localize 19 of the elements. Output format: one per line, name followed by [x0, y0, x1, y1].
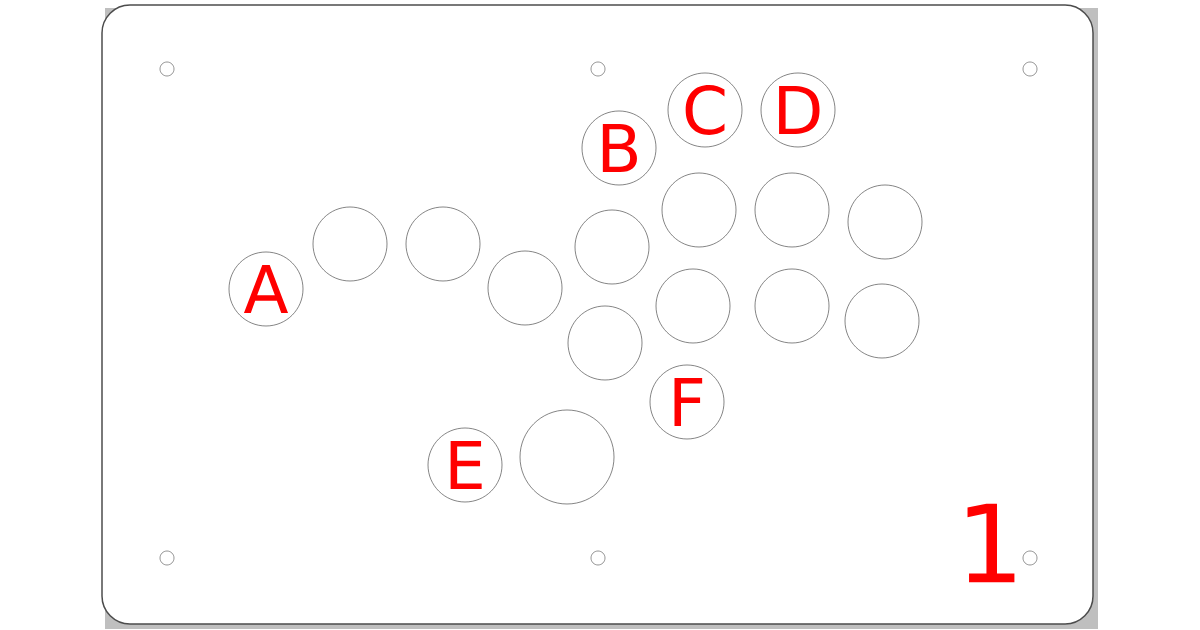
button-hole: [661, 172, 737, 248]
button-hole: C: [667, 72, 743, 148]
button-hole: [754, 172, 830, 248]
button-hole: [487, 250, 563, 326]
button-hole: [844, 283, 920, 359]
button-hole: A: [228, 251, 304, 327]
button-hole: [574, 209, 650, 285]
button-hole: [655, 268, 731, 344]
button-hole: [847, 184, 923, 260]
button-hole: B: [581, 110, 657, 186]
plate-number: 1: [967, 503, 1015, 583]
button-hole: [754, 268, 830, 344]
button-hole: [405, 206, 481, 282]
button-hole: [567, 305, 643, 381]
button-hole: F: [649, 364, 725, 440]
button-hole: [312, 206, 388, 282]
button-hole: D: [760, 72, 836, 148]
button-hole: E: [427, 427, 503, 503]
button-hole: [519, 409, 615, 505]
